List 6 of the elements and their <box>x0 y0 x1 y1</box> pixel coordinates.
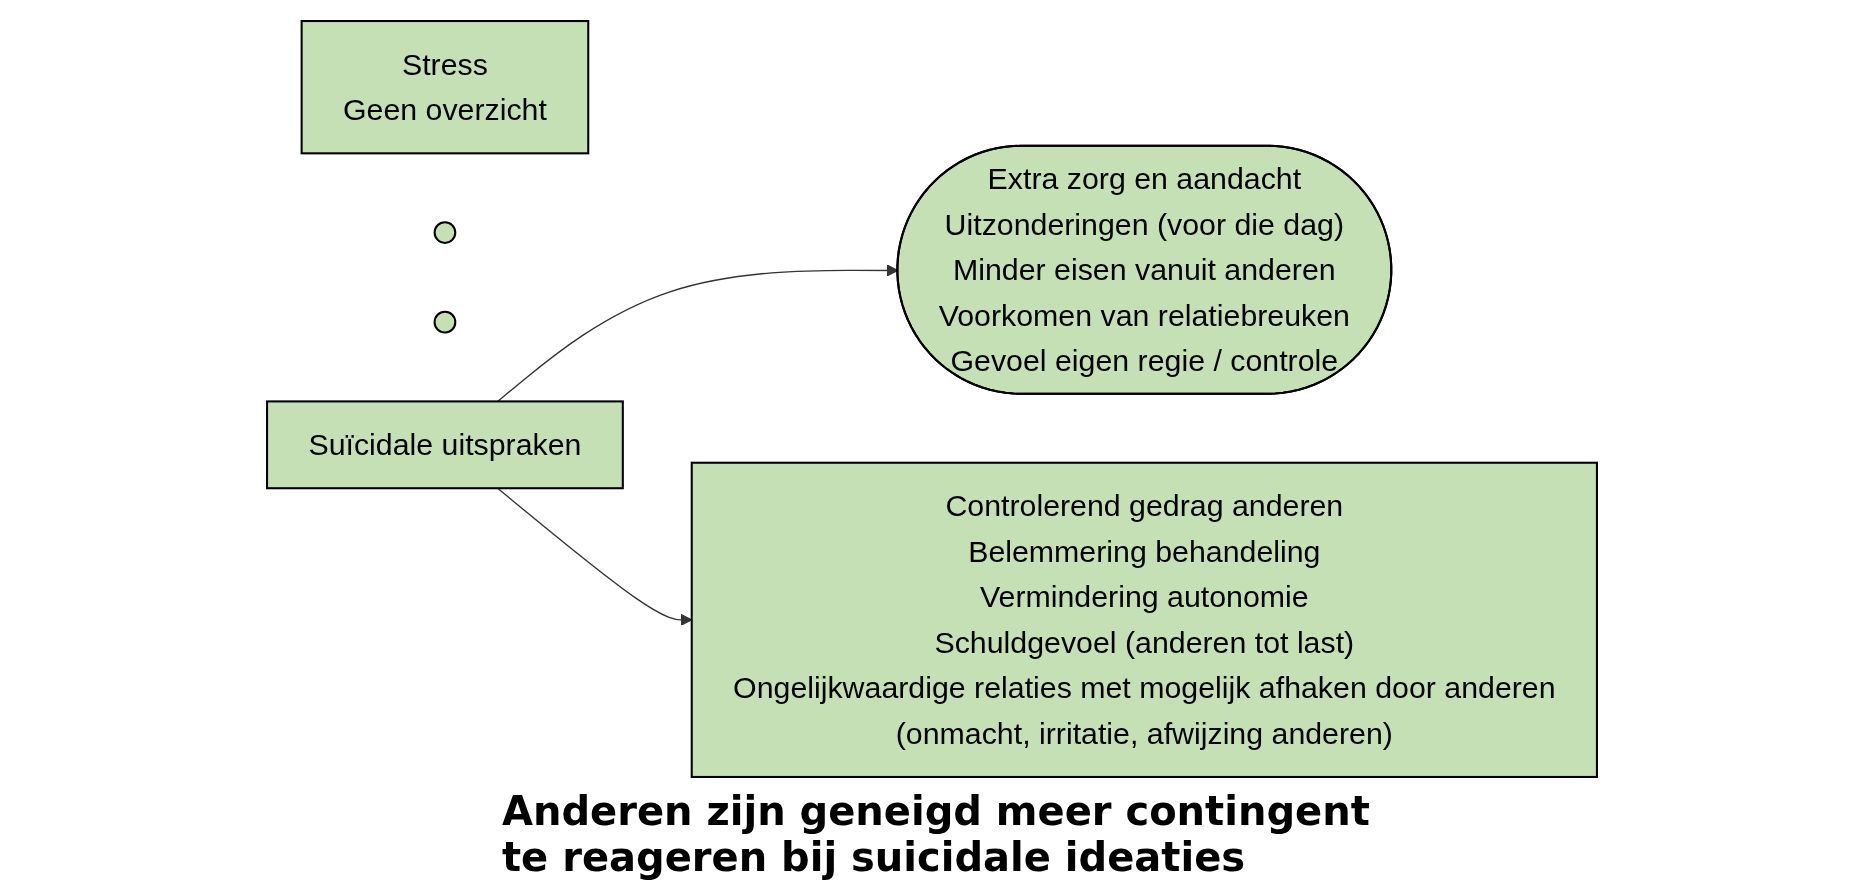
node-box: Suïcidale uitspraken <box>266 400 624 490</box>
statement-text: Anderen zijn geneigd meer contingent te reageren bij suicidale ideaties <box>502 788 1371 880</box>
node-box: Controlerend gedrag anderen Belemmering behandeling Vermindering autonomie Schuldgevoel (anderen tot last) Ongelijkwaardige relaties met mogelijk afhaken door anderen (onmacht, irritatie, afwijzing anderen) <box>690 461 1598 778</box>
node-box: Stress Geen overzicht <box>300 20 590 155</box>
node-circle <box>433 221 457 244</box>
node-circle <box>433 310 457 334</box>
